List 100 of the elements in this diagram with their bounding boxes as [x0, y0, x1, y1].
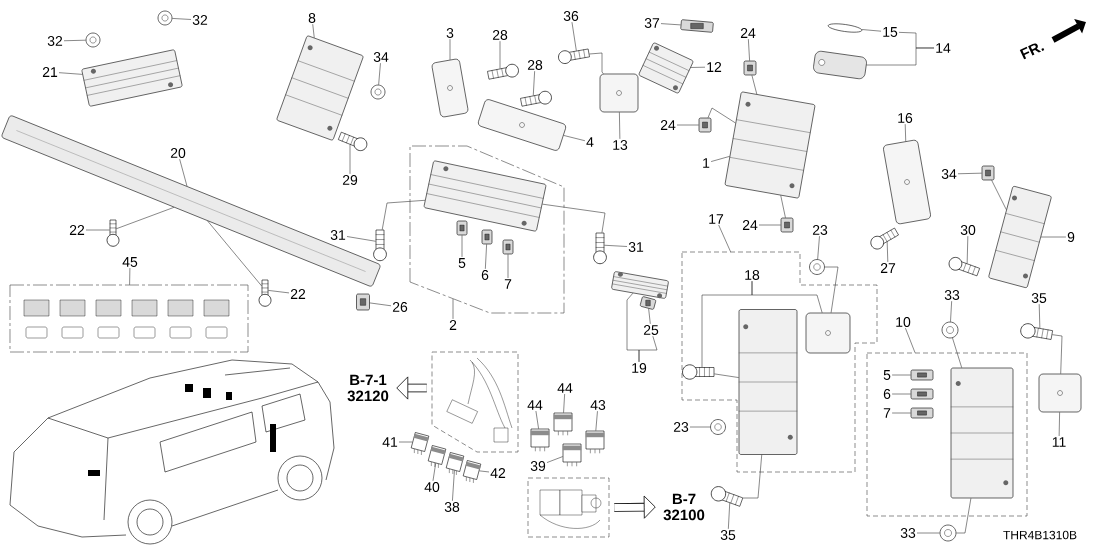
leader-line — [916, 532, 940, 534]
leader-line — [742, 454, 762, 499]
clip — [680, 19, 714, 33]
leader-line — [1058, 412, 1060, 437]
leader-line — [533, 70, 535, 96]
leader-line — [905, 327, 916, 354]
callout-number: 4 — [586, 137, 594, 147]
leader-line — [398, 441, 413, 443]
cover — [813, 50, 867, 80]
control-unit — [81, 49, 183, 107]
callout-number: 1 — [703, 158, 710, 168]
control-unit — [988, 186, 1052, 288]
leader-line — [563, 135, 586, 141]
leader-line — [891, 393, 911, 395]
direction-label: FR. — [1019, 43, 1045, 60]
callout-number: 33 — [900, 528, 916, 538]
leader-line — [714, 373, 739, 378]
dashed-frame — [409, 145, 565, 314]
leader-line — [378, 62, 381, 85]
leader-line — [563, 393, 565, 413]
callout-number: 7 — [504, 279, 512, 289]
callout-number: 14 — [936, 43, 951, 53]
callout-number: 35 — [720, 530, 736, 540]
bolt — [593, 232, 607, 265]
leader-line — [758, 224, 781, 226]
nut — [370, 84, 386, 100]
leader-line — [748, 38, 750, 61]
clip — [502, 239, 514, 255]
bolt — [1020, 323, 1053, 340]
bolt — [487, 63, 519, 80]
dashed-frame — [9, 284, 249, 353]
nut — [85, 32, 101, 48]
leader-line — [172, 18, 192, 20]
callout-number: 24 — [742, 220, 758, 230]
relay — [410, 432, 430, 456]
control-unit — [738, 309, 798, 455]
clip — [456, 220, 468, 236]
leader-line — [312, 23, 315, 38]
leader-line — [728, 502, 730, 530]
leader-line — [595, 410, 598, 431]
leader-line — [268, 290, 290, 294]
dashed-frame — [527, 477, 610, 538]
control-unit — [611, 271, 669, 299]
dashed-frame — [431, 351, 519, 453]
leader-line — [957, 172, 982, 175]
callout-number: 40 — [424, 482, 440, 492]
bracket — [431, 58, 469, 118]
leader-line — [499, 40, 501, 69]
bracket — [1038, 373, 1082, 413]
leader-line — [207, 220, 262, 287]
leader-line — [129, 267, 131, 286]
callout-number: 38 — [444, 502, 460, 512]
callout-number: 35 — [1031, 293, 1047, 303]
leader-line — [718, 224, 731, 253]
control-unit — [724, 91, 816, 199]
leader-line — [589, 52, 604, 74]
leader-line — [369, 302, 392, 307]
leader-line — [956, 498, 972, 534]
bolt — [373, 229, 387, 262]
leader-line — [535, 410, 539, 429]
diagram-code: THR4B1310B — [1003, 530, 1077, 540]
leader-line — [479, 470, 490, 473]
leader-line — [461, 235, 463, 258]
callout-number: 28 — [527, 60, 543, 70]
callout-number: 31 — [628, 242, 644, 252]
leader-line — [1038, 303, 1041, 329]
leader-line — [751, 280, 823, 313]
bracket — [805, 312, 851, 354]
leader-line — [542, 203, 606, 233]
leader-line — [638, 335, 658, 363]
leader-line — [780, 195, 786, 218]
callout-number: 2 — [449, 320, 457, 330]
nut — [710, 419, 726, 435]
callout-number: 27 — [880, 263, 896, 273]
callout-number: 23 — [673, 422, 689, 432]
leader-line — [991, 180, 1007, 210]
relay — [562, 443, 582, 467]
callout-number: 28 — [492, 30, 508, 40]
clip — [910, 388, 934, 400]
callout-number: 5 — [883, 370, 891, 380]
dashed-frame — [866, 352, 1028, 517]
callout-number: 26 — [392, 302, 408, 312]
nut — [809, 259, 825, 275]
control-unit — [423, 160, 547, 232]
hollow-arrow — [396, 376, 427, 400]
callout-number: 11 — [1052, 437, 1066, 447]
nut — [939, 524, 957, 542]
callout-number: 24 — [660, 120, 676, 130]
leader-line — [116, 207, 175, 230]
callout-number: 19 — [632, 363, 647, 373]
control-unit — [950, 367, 1014, 499]
callout-number: 15 — [883, 27, 898, 37]
bracket — [883, 139, 931, 225]
leader-line — [349, 144, 351, 175]
leader-line — [710, 156, 730, 162]
clip — [356, 293, 370, 311]
leader-line — [817, 235, 820, 260]
callout-number: 20 — [170, 148, 186, 158]
leader-line — [432, 462, 436, 482]
bracket — [478, 99, 566, 151]
